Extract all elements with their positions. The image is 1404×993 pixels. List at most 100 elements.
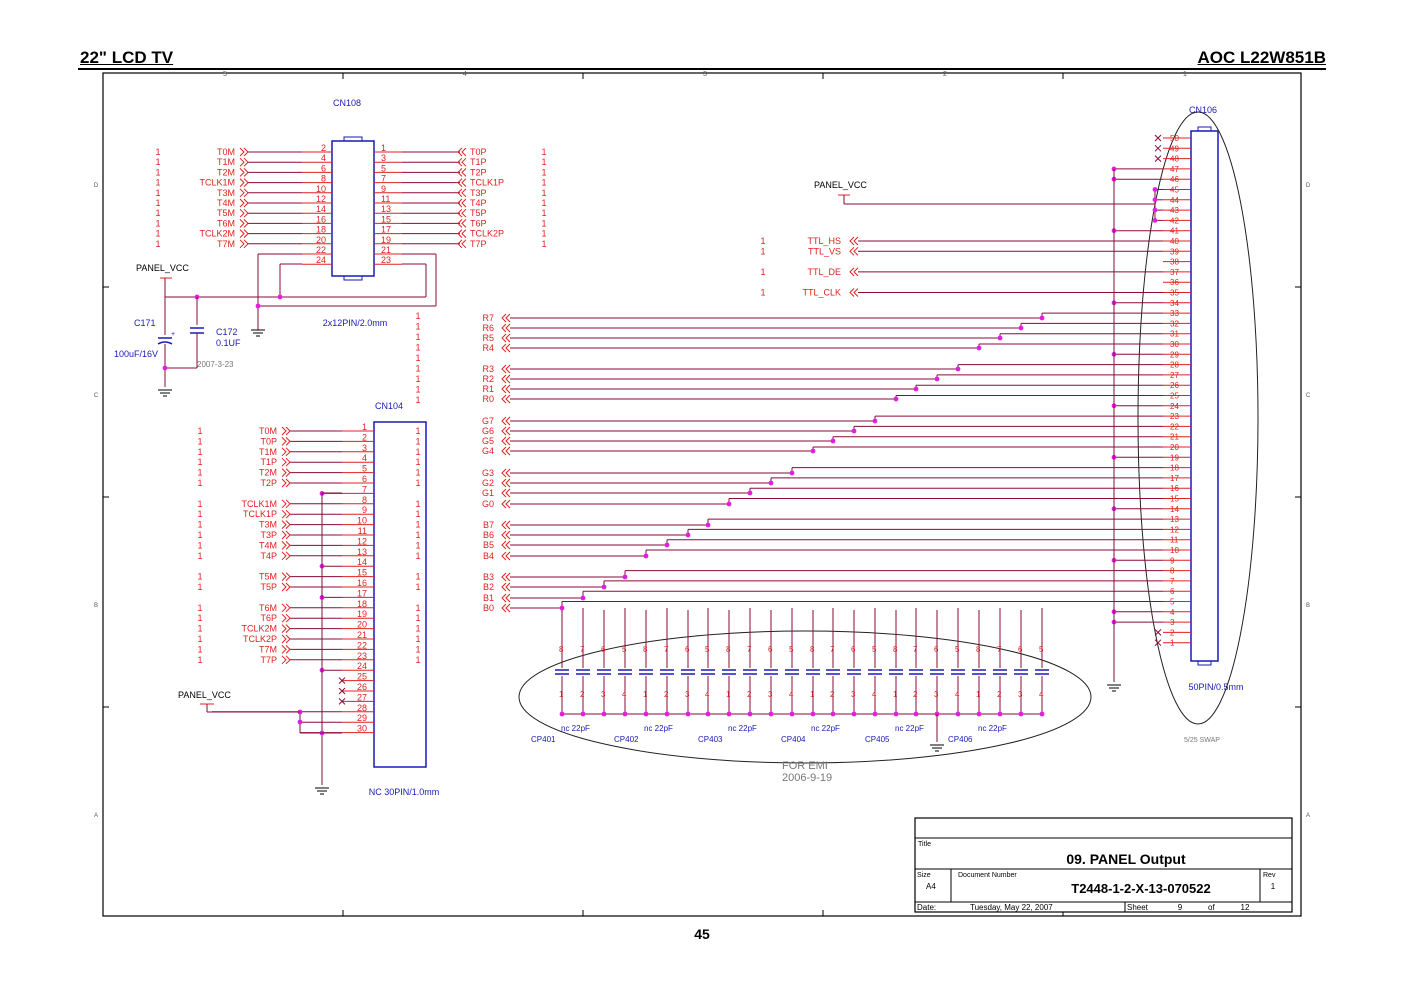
capack-ref: CP406 xyxy=(948,735,973,744)
cn104-pin-number: 9 xyxy=(362,505,367,515)
offpage-connector xyxy=(501,478,511,488)
sheet-ref: 1 xyxy=(197,613,202,623)
offpage-connector xyxy=(501,313,511,323)
cn106-pin-number: 40 xyxy=(1170,237,1179,246)
sheet-ref: 1 xyxy=(155,239,160,249)
capack-pin-number: 6 xyxy=(934,645,939,654)
cn104-pin-number: 2 xyxy=(362,432,367,442)
sheet-ref: 1 xyxy=(155,178,160,188)
offpage-connector xyxy=(281,541,291,550)
sheet-ref: 1 xyxy=(197,634,202,644)
capack-pin-number: 1 xyxy=(810,690,815,699)
capack-pin-number: 5 xyxy=(705,645,710,654)
cn108-pin-number: 3 xyxy=(381,153,386,163)
rgb-net-label: B2 xyxy=(483,582,494,592)
sheet-ref: 1 xyxy=(541,229,546,239)
cn104-net-label: T5M xyxy=(259,572,277,582)
capack-pin-number: 4 xyxy=(789,690,794,699)
offpage-connector xyxy=(501,582,511,592)
cn106-pin-number: 17 xyxy=(1170,474,1179,483)
offpage-connector xyxy=(281,582,291,592)
cn108-net-label: T3M xyxy=(217,188,235,198)
offpage-connector xyxy=(281,520,291,529)
offpage-connector xyxy=(501,426,511,436)
sheet-ref: 1 xyxy=(541,188,546,198)
cn104-pin-number: 4 xyxy=(362,453,367,463)
junction-dot xyxy=(726,501,732,507)
cn106-pin-number: 8 xyxy=(1170,567,1175,576)
cn108-pin-number: 8 xyxy=(321,174,326,184)
cn104-pin-number: 8 xyxy=(362,495,367,505)
vcc-label: PANEL_VCC xyxy=(178,690,231,700)
junction-dot xyxy=(580,711,586,717)
junction-dot xyxy=(810,448,816,454)
cn104-pin-number: 21 xyxy=(357,630,367,640)
cn108-pin-number: 16 xyxy=(316,214,326,224)
cn104-pin-number: 26 xyxy=(357,682,367,692)
offpage-connector xyxy=(501,323,511,333)
cn106-pin-number: 42 xyxy=(1170,216,1179,225)
cn104-net-label: T2M xyxy=(259,468,277,478)
cn106-pin-number: 2 xyxy=(1170,628,1175,637)
sheet-ref: 1 xyxy=(415,582,420,592)
cn106-pin-number: 6 xyxy=(1170,587,1175,596)
zone-number: 3 xyxy=(703,71,707,78)
no-connect-mark xyxy=(338,677,346,684)
cn106-pin-number: 29 xyxy=(1170,350,1179,359)
sheet-ref: 1 xyxy=(197,520,202,530)
cn106-pin-number: 23 xyxy=(1170,412,1179,421)
rgb-net-label: R5 xyxy=(482,333,494,343)
cn104-pin-number: 12 xyxy=(357,536,367,546)
cn106-pin-number: 50 xyxy=(1170,134,1179,143)
cn108-pin-number: 10 xyxy=(316,184,326,194)
cn106-note: 5/25 SWAP xyxy=(1184,737,1220,744)
sheet-ref: 1 xyxy=(155,167,160,177)
capack-pin-number: 7 xyxy=(747,645,752,654)
cn106-pin-number: 4 xyxy=(1170,608,1175,617)
offpage-connector xyxy=(457,168,467,177)
sheet-ref: 1 xyxy=(541,218,546,228)
cn106-pin-number: 35 xyxy=(1170,289,1179,298)
drawing-title: 09. PANEL Output xyxy=(1066,851,1186,867)
junction-dot xyxy=(255,303,261,309)
cn108-pin-number: 21 xyxy=(381,245,391,255)
doc-number: T2448-1-2-X-13-070522 xyxy=(1071,881,1210,896)
zone-letter: A xyxy=(1306,813,1310,819)
cn106-footprint: 50PIN/0.5mm xyxy=(1188,682,1243,692)
sheet-size: A4 xyxy=(926,882,936,891)
ttl-net-label: TTL_VS xyxy=(808,246,841,256)
sheet-ref: 1 xyxy=(541,167,546,177)
offpage-connector xyxy=(239,178,249,187)
junction-dot xyxy=(768,480,774,486)
capack-pin-number: 3 xyxy=(601,690,606,699)
cn108-pin-number: 6 xyxy=(321,163,326,173)
capack-pin-number: 3 xyxy=(1018,690,1023,699)
capack-ref: CP404 xyxy=(781,735,806,744)
cn106-pin-number: 9 xyxy=(1170,556,1175,565)
sheet-ref: 1 xyxy=(415,603,420,613)
cn106-key xyxy=(1197,126,1212,132)
junction-dot xyxy=(1039,315,1045,321)
sheet-ref: 1 xyxy=(197,436,202,446)
offpage-connector xyxy=(239,198,249,208)
cn104-pin-number: 20 xyxy=(357,620,367,630)
capack-pin-number: 1 xyxy=(559,690,564,699)
sheet-ref: 1 xyxy=(415,634,420,644)
c171-value: 100uF/16V xyxy=(114,349,158,359)
offpage-connector xyxy=(281,645,291,654)
capack-pin-number: 3 xyxy=(934,690,939,699)
cn106-pin-number: 5 xyxy=(1170,598,1175,607)
cn104-pin-number: 28 xyxy=(357,703,367,713)
c172-ref: C172 xyxy=(216,327,238,337)
junction-dot xyxy=(893,396,899,402)
offpage-connector xyxy=(457,147,467,157)
cn104-body xyxy=(373,421,427,768)
junction-dot xyxy=(810,711,816,717)
offpage-connector xyxy=(501,446,511,456)
sheet-ref: 1 xyxy=(415,395,420,405)
cn104-net-label: TCLK2M xyxy=(241,624,277,634)
capack-pin-number: 7 xyxy=(997,645,1002,654)
cn106-pin-number: 44 xyxy=(1170,196,1179,205)
sheet-ref: 1 xyxy=(197,468,202,478)
offpage-connector xyxy=(281,603,291,613)
